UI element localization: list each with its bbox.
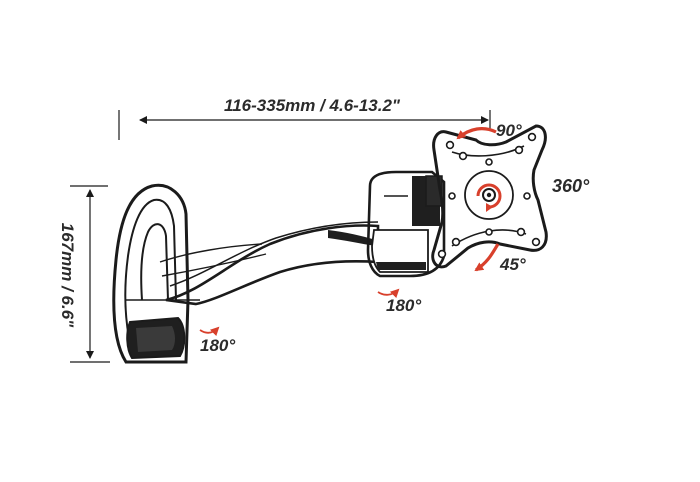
tilt-down-arrow-icon bbox=[474, 243, 500, 272]
height-dimension-label: 167mm / 6.6" bbox=[58, 223, 77, 328]
width-dimension-label: 116-335mm / 4.6-13.2" bbox=[224, 96, 401, 115]
arm-rotation-arrow-icon bbox=[377, 288, 400, 299]
tilt-down-label: 45° bbox=[499, 255, 526, 274]
width-dimension: 116-335mm / 4.6-13.2" bbox=[118, 96, 491, 140]
arm-joint-rotation-label: 180° bbox=[386, 296, 421, 315]
wall-plate bbox=[112, 183, 200, 364]
swivel-arrow-icon bbox=[476, 183, 502, 212]
vesa-plate bbox=[431, 124, 548, 269]
swing-arm bbox=[159, 221, 380, 306]
vesa-mounting-holes bbox=[437, 132, 541, 259]
wall-joint-rotation-label: 180° bbox=[200, 336, 235, 355]
swivel-label: 360° bbox=[552, 176, 590, 196]
rotation-indicators bbox=[199, 127, 502, 337]
wall-rotation-arrow-icon bbox=[199, 326, 220, 337]
height-dimension: 167mm / 6.6" bbox=[58, 185, 110, 363]
tilt-up-label: 90° bbox=[496, 121, 522, 140]
tilt-up-arrow-icon bbox=[456, 127, 497, 140]
